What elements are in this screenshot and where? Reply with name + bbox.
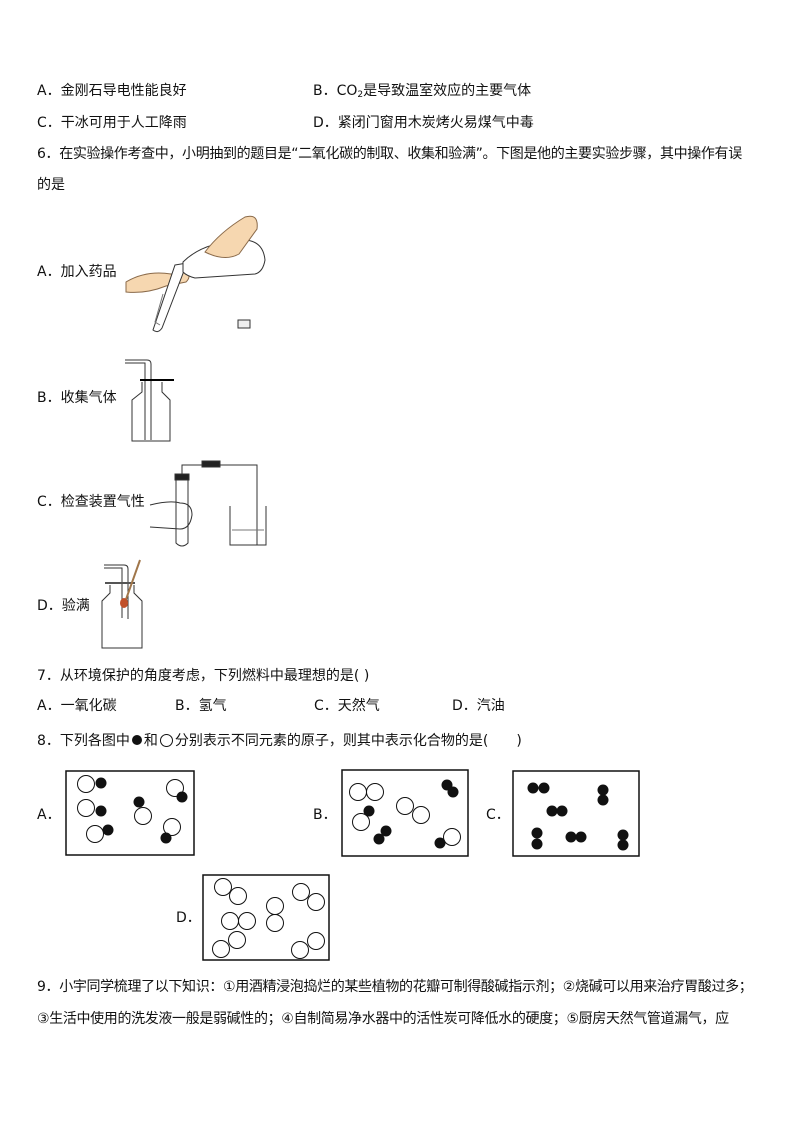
white-atom bbox=[77, 775, 95, 793]
q5-option-a: A．金刚石导电性能良好 bbox=[37, 83, 187, 99]
q5-option-b-prefix: B．CO bbox=[313, 83, 358, 99]
white-atom bbox=[291, 941, 309, 959]
white-atom bbox=[352, 813, 370, 831]
q6-stem-line1: 6．在实验操作考查中，小明抽到的题目是“二氧化碳的制取、收集和验满”。下图是他的… bbox=[37, 146, 742, 162]
white-atom bbox=[292, 883, 310, 901]
molecule-box-d bbox=[202, 874, 330, 961]
white-atom bbox=[163, 818, 181, 836]
white-atom bbox=[396, 797, 414, 815]
q6-option-c: C．检查装置气性 bbox=[37, 494, 145, 510]
black-atom bbox=[434, 837, 446, 849]
black-atom bbox=[95, 805, 107, 817]
white-atom bbox=[366, 783, 384, 801]
black-atom bbox=[575, 831, 587, 843]
black-atom bbox=[95, 777, 107, 789]
q6-option-d: D．验满 bbox=[37, 598, 90, 614]
black-atom bbox=[538, 782, 550, 794]
q7-stem: 7．从环境保护的角度考虑，下列燃料中最理想的是( ) bbox=[37, 668, 370, 684]
black-atom bbox=[531, 838, 543, 850]
black-atom bbox=[373, 833, 385, 845]
white-atom bbox=[77, 799, 95, 817]
black-atom bbox=[176, 791, 188, 803]
white-atom bbox=[212, 940, 230, 958]
white-atom bbox=[443, 828, 461, 846]
white-atom bbox=[349, 783, 367, 801]
black-atom bbox=[102, 824, 114, 836]
verify-full-figure bbox=[101, 559, 143, 649]
q5-option-b: B．CO2是导致温室效应的主要气体 bbox=[313, 82, 531, 104]
white-atom bbox=[214, 878, 232, 896]
box-border bbox=[202, 874, 330, 961]
black-atom bbox=[160, 832, 172, 844]
molecule-box-c bbox=[512, 770, 640, 857]
q8-stem-mid: 和 bbox=[143, 733, 158, 749]
black-atom bbox=[546, 805, 558, 817]
box-border bbox=[341, 769, 469, 857]
q8-option-b: B． bbox=[313, 807, 337, 823]
black-atom bbox=[531, 827, 543, 839]
black-atom bbox=[133, 796, 145, 808]
white-atom bbox=[266, 914, 284, 932]
q6-stem-line2: 的是 bbox=[37, 177, 65, 193]
q8-stem: 8．下列各图中和分别表示不同元素的原子，则其中表示化合物的是( ) bbox=[37, 732, 522, 750]
black-atom bbox=[527, 782, 539, 794]
airtightness-check-figure bbox=[149, 460, 267, 547]
gas-collection-bottle-figure bbox=[125, 359, 174, 442]
q6-option-b: B．收集气体 bbox=[37, 390, 117, 406]
q8-stem-suffix: 分别表示不同元素的原子，则其中表示化合物的是( ) bbox=[174, 733, 522, 749]
white-atom bbox=[307, 893, 325, 911]
black-atom bbox=[597, 794, 609, 806]
q8-option-a: A． bbox=[37, 807, 61, 823]
white-atom bbox=[229, 887, 247, 905]
white-atom-icon bbox=[159, 734, 173, 747]
q5-option-b-suffix: 是导致温室效应的主要气体 bbox=[363, 83, 532, 99]
black-atom bbox=[617, 839, 629, 851]
white-atom bbox=[228, 931, 246, 949]
box-border bbox=[65, 770, 195, 856]
white-atom bbox=[307, 932, 325, 950]
q8-option-d: D． bbox=[176, 910, 201, 926]
q7-option-a: A．一氧化碳 bbox=[37, 698, 117, 714]
white-atom bbox=[238, 912, 256, 930]
black-atom bbox=[447, 786, 459, 798]
white-atom bbox=[221, 912, 239, 930]
black-atom-icon bbox=[131, 735, 142, 745]
q5-option-b-sub: 2 bbox=[357, 90, 364, 100]
q6-option-a: A．加入药品 bbox=[37, 264, 117, 280]
black-atom bbox=[556, 805, 568, 817]
white-atom bbox=[86, 825, 104, 843]
box-border bbox=[512, 770, 640, 857]
pouring-liquid-figure bbox=[125, 215, 266, 333]
white-atom bbox=[266, 897, 284, 915]
black-atom bbox=[565, 831, 577, 843]
white-atom bbox=[412, 806, 430, 824]
black-atom bbox=[597, 784, 609, 796]
black-atom bbox=[363, 805, 375, 817]
black-atom bbox=[617, 829, 629, 841]
white-atom bbox=[134, 807, 152, 825]
q8-stem-prefix: 8．下列各图中 bbox=[37, 733, 130, 749]
q7-option-c: C．天然气 bbox=[314, 698, 380, 714]
q5-option-c: C．干冰可用于人工降雨 bbox=[37, 115, 187, 131]
q7-option-d: D．汽油 bbox=[452, 698, 505, 714]
q9-line1: 9．小宇同学梳理了以下知识：①用酒精浸泡捣烂的某些植物的花瓣可制得酸碱指示剂；②… bbox=[37, 979, 753, 995]
q8-option-c: C． bbox=[486, 807, 510, 823]
black-atom bbox=[380, 825, 392, 837]
molecule-box-b bbox=[341, 769, 469, 857]
q9-line2: ③生活中使用的洗发液一般是弱碱性的；④自制简易净水器中的活性炭可降低水的硬度；⑤… bbox=[37, 1011, 729, 1027]
q5-option-d: D．紧闭门窗用木炭烤火易煤气中毒 bbox=[313, 115, 534, 131]
q7-option-b: B．氢气 bbox=[175, 698, 227, 714]
molecule-box-a bbox=[65, 770, 195, 856]
